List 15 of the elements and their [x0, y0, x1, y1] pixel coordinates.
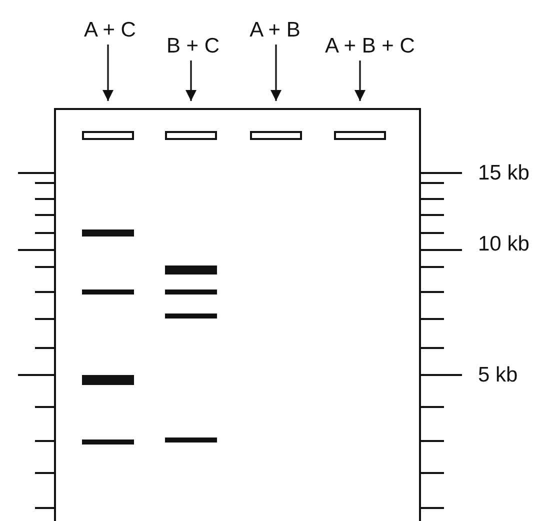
size-marker-label: 15 kb	[478, 162, 530, 184]
arrow	[270, 44, 282, 101]
sample-well	[165, 131, 217, 140]
arrow	[354, 60, 366, 101]
sample-well	[250, 131, 302, 140]
lane-label: A + B + C	[325, 36, 415, 56]
size-marker-label: 10 kb	[478, 234, 530, 254]
lane-label: A + B	[250, 20, 300, 40]
size-marker-label: 5 kb	[478, 364, 518, 386]
lane-label: A + C	[84, 20, 136, 40]
lane-label: B + C	[166, 36, 220, 56]
arrow	[185, 60, 197, 101]
sample-well	[334, 131, 386, 140]
sample-well	[82, 131, 134, 140]
arrow	[102, 44, 114, 101]
